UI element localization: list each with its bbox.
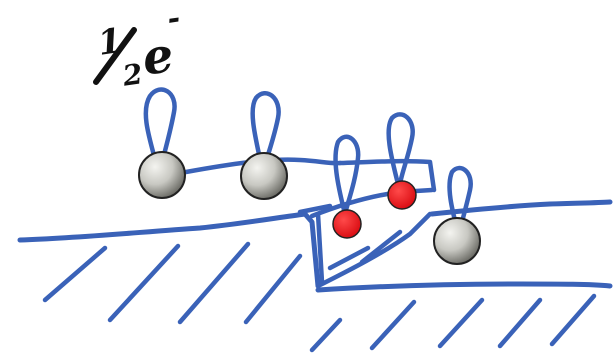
step-atom-red [387, 180, 417, 210]
hatch-mark [359, 229, 403, 265]
bulk-hatching [42, 229, 597, 353]
orbitals [143, 87, 473, 235]
label-denominator: 2 [120, 57, 145, 93]
fraction-slash [93, 27, 137, 85]
terrace-edge-lower-front [315, 281, 613, 293]
surface-atom-gray [138, 151, 186, 199]
hatch-mark [497, 297, 543, 349]
hatch-mark [243, 253, 303, 325]
hatch-mark [42, 245, 108, 303]
label-numerator: 1 [95, 21, 124, 64]
hatch-mark [309, 317, 343, 353]
step-atom-red [332, 209, 362, 239]
atoms [138, 151, 481, 265]
surface-outline [17, 157, 613, 293]
orbital-loop [386, 112, 415, 187]
orbital-loop [447, 165, 473, 235]
step-entry-segment [297, 203, 333, 215]
hatch-mark [327, 245, 371, 271]
step-face-front [302, 211, 321, 289]
hatch-mark [369, 299, 417, 351]
label-superscript: - [165, 0, 182, 36]
surface-atom-gray [433, 217, 481, 265]
orbital-loop [143, 87, 177, 173]
hatch-mark [549, 293, 597, 347]
half-electron-label: 1 2 e - [93, 0, 182, 93]
surface-atom-gray [240, 152, 288, 200]
orbital-loop [333, 134, 361, 213]
step-back-edge [337, 158, 437, 193]
step-top-back [183, 157, 343, 175]
hatch-mark [177, 241, 251, 325]
hatch-mark [437, 297, 485, 349]
terrace-edge-upper [17, 211, 308, 243]
terrace-edge-lower [429, 199, 613, 217]
step-diagonal [315, 211, 433, 289]
orbital-loop [250, 91, 281, 171]
hatch-mark [107, 243, 181, 323]
step-riser [315, 211, 325, 285]
